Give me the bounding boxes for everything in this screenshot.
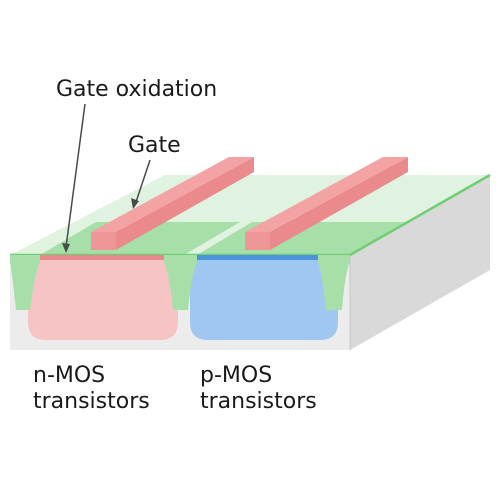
gate-oxidation-label: Gate oxidation (56, 77, 217, 102)
nmos-label-line1: n-MOS (33, 363, 105, 388)
gate-oxide-pmos (197, 255, 318, 260)
gate-bar-pmos-top (245, 157, 408, 232)
gate-bar-nmos-front (91, 232, 116, 250)
gate-bar-pmos-front (245, 232, 270, 250)
gate-oxidation-leader-line (65, 103, 86, 248)
gate-bar-nmos-top (91, 157, 254, 232)
isolation-trench-middle (164, 255, 197, 310)
isolation-trench-left (10, 255, 40, 310)
gate-leader-line (135, 159, 151, 203)
gate-bar-nmos-side (116, 157, 254, 250)
gate-label: Gate (128, 133, 181, 158)
gate-arrowhead (131, 198, 139, 209)
gate-bar-pmos-side (270, 157, 408, 250)
substrate-side-face (350, 175, 490, 350)
pmos-well (190, 257, 338, 340)
pmos-label-line1: p-MOS (200, 363, 272, 388)
pmos-label-line2: transistors (200, 389, 317, 414)
active-area-top-nmos (40, 222, 240, 255)
gate-oxidation-arrowhead (62, 243, 70, 253)
nmos-well (28, 257, 178, 340)
nmos-label-line2: transistors (33, 389, 150, 414)
gate-oxide-nmos (40, 255, 164, 260)
isolation-trench-right (318, 255, 350, 310)
